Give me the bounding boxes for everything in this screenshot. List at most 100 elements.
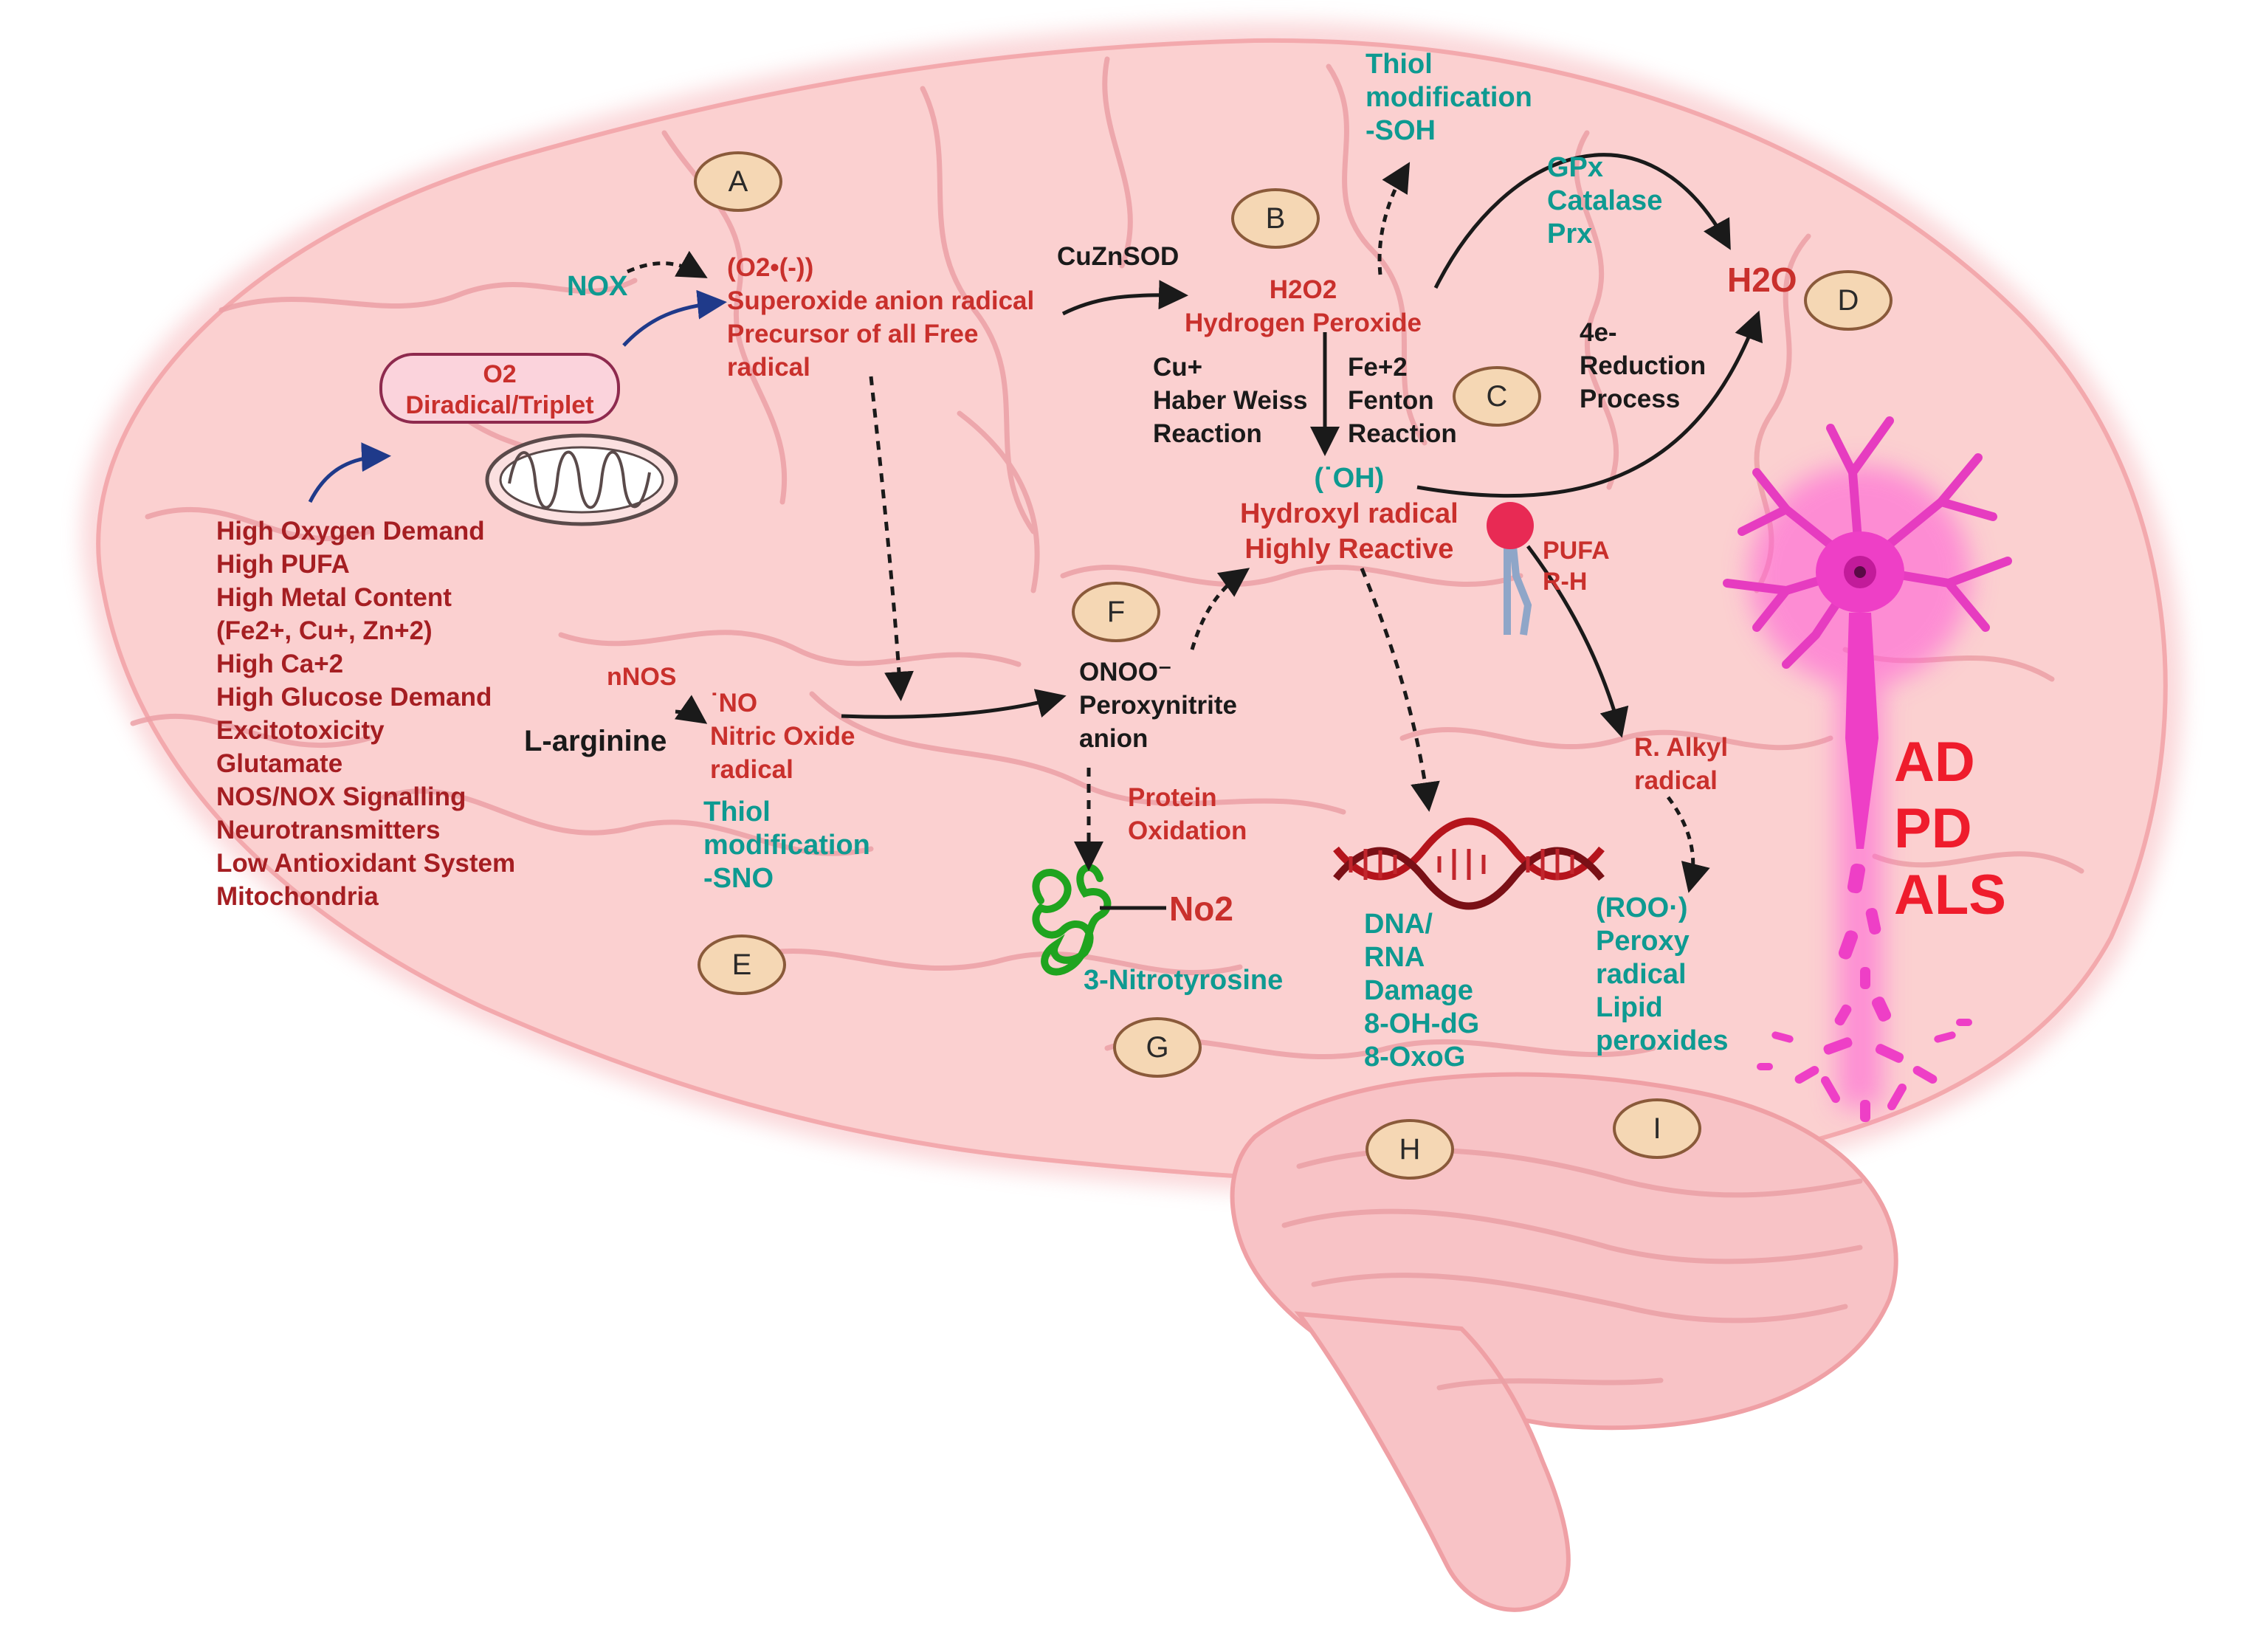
risk-factor-item: Excitotoxicity xyxy=(216,716,385,745)
nitric-oxide-formula: ˙NO xyxy=(710,689,758,717)
peroxynitrite-note: anion xyxy=(1079,724,1149,753)
risk-factor-list: High Oxygen Demand High PUFA High Metal … xyxy=(216,514,515,913)
antioxidant-enzymes-label: GPx Catalase Prx xyxy=(1547,151,1662,251)
peroxy-radical-label: (ROO·) Peroxy radical Lipid peroxides xyxy=(1596,892,1729,1058)
pufa-line2: R-H xyxy=(1543,568,1588,596)
reduction-label: 4e- Reduction Process xyxy=(1580,316,1706,416)
neuron-nucleolus xyxy=(1854,566,1866,578)
arrow-alkyl-to-peroxy xyxy=(1666,796,1710,893)
o2-diradical-box: O2 Diradical/Triplet xyxy=(379,353,620,424)
hydroxyl-note: Highly Reactive xyxy=(1244,534,1454,565)
mitochondrion-cristae xyxy=(508,450,651,509)
arrow-superoxide-to-h2o2 xyxy=(1061,280,1188,316)
enzyme-prx: Prx xyxy=(1547,218,1593,249)
brain-folds xyxy=(130,56,2084,1391)
haber-weiss-label: Cu+ Haber Weiss Reaction xyxy=(1153,351,1307,450)
arrow-larginine-to-no xyxy=(674,695,708,724)
fenton-line2: Fenton xyxy=(1348,386,1434,415)
haber-weiss-line1: Cu+ xyxy=(1153,353,1203,382)
arrow-oh-to-h2o xyxy=(1416,310,1763,498)
badge-e: E xyxy=(698,935,786,995)
h2o2-label: H2O2 Hydrogen Peroxide xyxy=(1185,273,1422,340)
dna-line2: RNA xyxy=(1364,942,1425,973)
arrow-risk-to-o2 xyxy=(308,442,391,503)
arrow-pufa-to-alkyl xyxy=(1526,545,1629,738)
dna-damage-label: DNA/ RNA Damage 8-OH-dG 8-OxoG xyxy=(1364,908,1479,1074)
o2-label: O2 xyxy=(483,360,517,388)
badge-b: B xyxy=(1231,188,1320,249)
cuznsod-label: CuZnSOD xyxy=(1057,242,1180,271)
thiol-sno-line3: -SNO xyxy=(703,863,774,894)
superoxide-note: Precursor of all Free xyxy=(727,320,979,348)
disease-als: ALS xyxy=(1894,864,2006,926)
badge-g: G xyxy=(1113,1017,1202,1078)
dna-line1: DNA/ xyxy=(1364,909,1433,940)
badge-f: F xyxy=(1072,582,1160,642)
risk-factor-item: High PUFA xyxy=(216,550,350,579)
no2-label: No2 xyxy=(1169,889,1233,928)
dna-line5: 8-OxoG xyxy=(1364,1042,1466,1073)
nnos-label: nNOS xyxy=(607,663,677,691)
superoxide-label: (O2•(-)) Superoxide anion radical Precur… xyxy=(727,251,1034,384)
badge-i: I xyxy=(1613,1098,1701,1159)
reduction-line1: 4e- xyxy=(1580,318,1617,347)
risk-factor-item: High Glucose Demand xyxy=(216,683,492,712)
disease-ad: AD xyxy=(1894,731,1975,794)
nitric-oxide-name: Nitric Oxide xyxy=(710,722,855,751)
nitric-oxide-label: ˙NO Nitric Oxide radical xyxy=(710,686,855,786)
fenton-line3: Reaction xyxy=(1348,419,1457,448)
disease-pd: PD xyxy=(1894,797,1972,860)
arrow-h2o2-to-soh xyxy=(1377,162,1411,275)
enzyme-catalase: Catalase xyxy=(1547,185,1663,216)
arrow-peroxynitrite-to-oh xyxy=(1190,568,1250,650)
hydroxyl-name: Hydroxyl radical xyxy=(1240,498,1459,529)
peroxynitrite-name: Peroxynitrite xyxy=(1079,691,1237,720)
h2o2-formula: H2O2 xyxy=(1269,275,1337,304)
o2-sublabel: Diradical/Triplet xyxy=(405,391,594,419)
nitric-oxide-note: radical xyxy=(710,755,793,784)
alkyl-radical-label: R. Alkyl radical xyxy=(1634,731,1728,797)
nitrotyrosine-label: 3-Nitrotyrosine xyxy=(1084,965,1284,996)
disease-list: AD PD ALS xyxy=(1894,729,2006,929)
arrow-o2-to-superoxide xyxy=(622,289,727,347)
alkyl-line2: radical xyxy=(1634,766,1718,795)
h2o-label: H2O xyxy=(1727,261,1797,299)
fenton-label: Fe+2 Fenton Reaction xyxy=(1348,351,1457,450)
risk-factor-item: Low Antioxidant System xyxy=(216,849,516,878)
peroxy-line5: peroxides xyxy=(1596,1025,1729,1056)
hydroxyl-formula: (˙OH) xyxy=(1314,463,1385,494)
risk-factor-item: Neurotransmitters xyxy=(216,816,441,844)
protein-oxidation-line1: Protein xyxy=(1128,783,1217,812)
alkyl-line1: R. Alkyl xyxy=(1634,733,1729,762)
peroxynitrite-formula: ONOO⁻ xyxy=(1079,658,1172,686)
haber-weiss-line2: Haber Weiss xyxy=(1153,386,1308,415)
pufa-line1: PUFA xyxy=(1543,537,1610,565)
brain-stem xyxy=(1294,1311,1571,1612)
pufa-label: PUFA R-H xyxy=(1543,535,1610,597)
dna-line4: 8-OH-dG xyxy=(1364,1008,1480,1039)
lipid-head xyxy=(1487,502,1534,549)
badge-a: A xyxy=(694,151,782,212)
superoxide-name: Superoxide anion radical xyxy=(727,286,1035,315)
arrow-superoxide-to-peroxynitrite xyxy=(869,376,914,701)
thiol-soh-label: Thiol modification -SOH xyxy=(1366,48,1532,148)
risk-factor-item: (Fe2+, Cu+, Zn+2) xyxy=(216,616,433,645)
fenton-line1: Fe+2 xyxy=(1348,353,1408,382)
thiol-soh-line3: -SOH xyxy=(1366,115,1436,146)
badge-c: C xyxy=(1453,366,1541,427)
nox-label: NOX xyxy=(567,271,628,302)
protein-oxidation-line2: Oxidation xyxy=(1128,816,1247,845)
superoxide-formula: (O2•(-)) xyxy=(727,253,814,282)
peroxy-line3: radical xyxy=(1596,959,1687,990)
arrow-no-to-peroxynitrite xyxy=(841,689,1067,719)
risk-factor-item: High Oxygen Demand xyxy=(216,517,485,545)
reduction-line2: Reduction xyxy=(1580,351,1707,380)
risk-factor-item: Mitochondria xyxy=(216,882,379,911)
thiol-soh-line2: modification xyxy=(1366,82,1532,113)
peroxy-line4: Lipid xyxy=(1596,992,1663,1023)
